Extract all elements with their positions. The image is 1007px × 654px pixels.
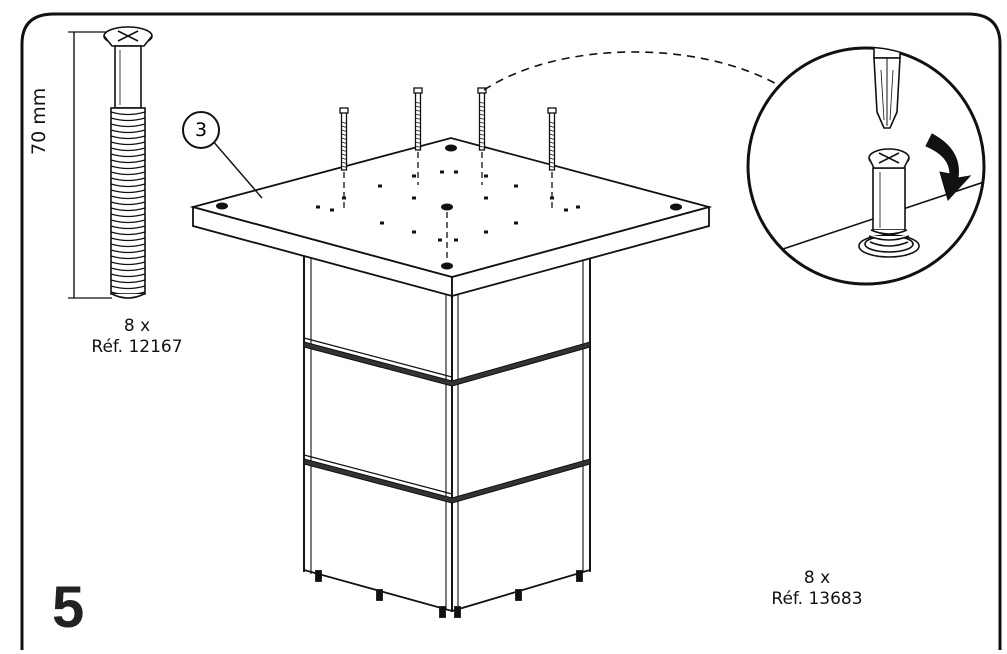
pilot-hole	[564, 208, 568, 212]
rotate-clockwise-arrow-icon	[925, 133, 972, 201]
detail-leader-dashed	[483, 51, 781, 91]
phillips-screwdriver-icon	[873, 48, 901, 129]
pilot-hole	[438, 238, 442, 242]
mounting-hole	[670, 203, 682, 211]
table-screws	[339, 87, 557, 262]
table-top-panel	[189, 137, 713, 298]
table-top-holes	[216, 144, 682, 270]
screw-marker	[339, 107, 349, 212]
mounting-hole	[441, 262, 453, 270]
screw-marker	[413, 87, 423, 185]
pilot-hole	[514, 221, 518, 225]
step-number: 5	[52, 575, 85, 640]
pilot-hole	[454, 238, 458, 242]
pilot-hole	[412, 230, 416, 234]
pilot-hole	[484, 174, 488, 178]
pilot-hole	[412, 196, 416, 200]
detail-zoom-circle	[746, 46, 986, 286]
pilot-hole	[412, 174, 416, 178]
screw-length-label: 70 mm	[28, 87, 50, 155]
screw-marker	[477, 87, 487, 185]
pilot-hole	[484, 196, 488, 200]
pilot-hole	[380, 221, 384, 225]
part-label-connector: 8 x Réf. 13683	[742, 568, 892, 610]
pilot-hole	[454, 170, 458, 174]
pilot-hole	[514, 184, 518, 188]
part-ref: Réf. 13683	[771, 589, 863, 609]
screw-marker	[547, 107, 557, 212]
pilot-hole	[576, 205, 580, 209]
pilot-hole	[484, 230, 488, 234]
part-ref: Réf. 12167	[91, 337, 183, 357]
pilot-hole	[440, 170, 444, 174]
part-label-screw: 8 x Réf. 12167	[62, 316, 212, 358]
mounting-hole	[441, 203, 453, 211]
long-screw-illustration	[68, 26, 153, 299]
pilot-hole	[378, 184, 382, 188]
pilot-hole	[330, 208, 334, 212]
pilot-hole	[316, 205, 320, 209]
pedestal-base	[303, 248, 591, 618]
mounting-hole	[216, 202, 228, 210]
part-callout-3: 3	[182, 111, 220, 149]
step-frame	[20, 12, 1002, 650]
part-qty: 8 x	[803, 568, 831, 588]
part-qty: 8 x	[123, 316, 151, 336]
cross-head-screw-icon	[858, 148, 920, 258]
table-assembly	[189, 137, 713, 618]
mounting-hole	[445, 144, 457, 152]
